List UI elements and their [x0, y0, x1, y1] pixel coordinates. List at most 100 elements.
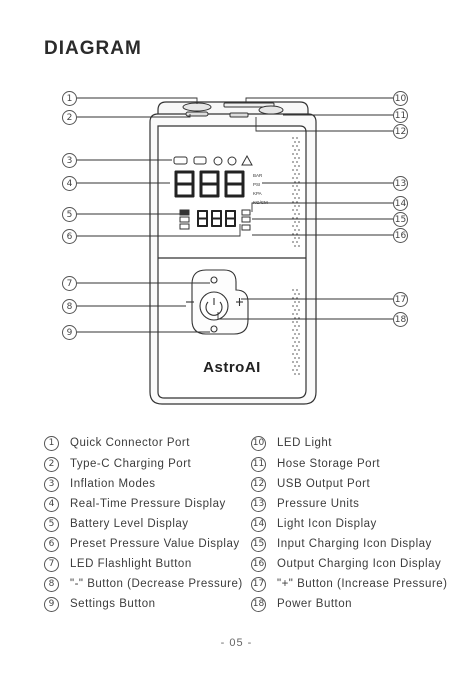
- vent-dot: [292, 169, 294, 171]
- vent-dot: [296, 161, 298, 163]
- vent-dot: [296, 321, 298, 323]
- callout-14: 14: [393, 196, 408, 211]
- unit-bar: BAR: [253, 173, 263, 178]
- vent-dot: [296, 177, 298, 179]
- vent-dot: [292, 193, 294, 195]
- vent-dot: [296, 201, 298, 203]
- vent-dot: [298, 373, 300, 375]
- vent-dot: [296, 297, 298, 299]
- vent-dot: [296, 217, 298, 219]
- vent-dot: [292, 297, 294, 299]
- vent-dot: [296, 305, 298, 307]
- vent-dot: [298, 341, 300, 343]
- vent-dot: [292, 305, 294, 307]
- vent-dot: [298, 229, 300, 231]
- vent-dot: [296, 169, 298, 171]
- hose-storage-port: [258, 105, 284, 115]
- vent-dot: [298, 221, 300, 223]
- output-charging-icon: [241, 224, 251, 231]
- ball-mode-icon: [227, 156, 237, 166]
- status-icons: [241, 209, 251, 231]
- vent-dot: [294, 149, 296, 151]
- vent-dot: [294, 205, 296, 207]
- vent-dot: [296, 329, 298, 331]
- main-digits: [174, 170, 245, 198]
- vent-dot: [298, 205, 300, 207]
- vent-dot: [292, 353, 294, 355]
- vent-dot: [298, 357, 300, 359]
- light-icon: [241, 209, 251, 216]
- callout-16: 16: [393, 228, 408, 243]
- vent-dot: [296, 361, 298, 363]
- callout-17: 17: [393, 292, 408, 307]
- vent-dot: [296, 137, 298, 139]
- vent-dot: [294, 221, 296, 223]
- vent-dot: [294, 325, 296, 327]
- vent-dot: [292, 137, 294, 139]
- vent-dot: [294, 229, 296, 231]
- callout-9: 9: [62, 325, 77, 340]
- vent-dot: [292, 209, 294, 211]
- car-mode-icon: [173, 156, 188, 165]
- vent-dot: [294, 373, 296, 375]
- callout-18: 18: [393, 312, 408, 327]
- vent-dot: [294, 141, 296, 143]
- vent-dot: [292, 153, 294, 155]
- vent-dot: [294, 237, 296, 239]
- unit-kgcm: KG/CM: [253, 200, 268, 205]
- callout-7: 7: [62, 276, 77, 291]
- vent-dot: [294, 301, 296, 303]
- callout-11: 11: [393, 108, 408, 123]
- vent-dot: [292, 321, 294, 323]
- callout-6: 6: [62, 229, 77, 244]
- vent-dot: [292, 185, 294, 187]
- vent-dot: [298, 365, 300, 367]
- callout-2: 2: [62, 110, 77, 125]
- vent-dot: [296, 313, 298, 315]
- vent-dot: [292, 345, 294, 347]
- callout-5: 5: [62, 207, 77, 222]
- vent-dot: [294, 333, 296, 335]
- vent-dot: [292, 241, 294, 243]
- callout-10: 10: [393, 91, 408, 106]
- vent-dot: [298, 349, 300, 351]
- vent-dot: [298, 149, 300, 151]
- callout-12: 12: [393, 124, 408, 139]
- preset-digits: [197, 210, 236, 227]
- input-charging-icon: [241, 216, 251, 223]
- vent-dot: [292, 217, 294, 219]
- vent-dot: [292, 161, 294, 163]
- vent-dot: [294, 157, 296, 159]
- vent-dot: [298, 309, 300, 311]
- vent-dot: [292, 225, 294, 227]
- vent-dot: [298, 325, 300, 327]
- vent-dot: [292, 361, 294, 363]
- vent-dot: [298, 197, 300, 199]
- top-ports: [182, 102, 284, 118]
- type-c-port: [185, 111, 209, 117]
- vent-dot: [292, 145, 294, 147]
- vent-dot: [292, 177, 294, 179]
- usb-output-port: [229, 112, 249, 118]
- vent-dot: [296, 337, 298, 339]
- vent-dot: [298, 157, 300, 159]
- vent-dot: [294, 317, 296, 319]
- vent-dot: [298, 213, 300, 215]
- vent-dot: [296, 241, 298, 243]
- control-pad: [186, 269, 249, 335]
- vent-dot: [298, 245, 300, 247]
- bike-mode-icon: [213, 156, 223, 166]
- vent-dot: [298, 293, 300, 295]
- vent-dot: [296, 193, 298, 195]
- vent-dot: [294, 293, 296, 295]
- leader-lines: [77, 97, 393, 333]
- vent-dot: [298, 141, 300, 143]
- vent-dots: [292, 137, 300, 375]
- vent-dot: [294, 365, 296, 367]
- flashlight-icon: [210, 276, 218, 284]
- page-number: - 05 -: [220, 637, 253, 649]
- warning-icon: [241, 154, 253, 166]
- vent-dot: [298, 165, 300, 167]
- vent-dot: [294, 341, 296, 343]
